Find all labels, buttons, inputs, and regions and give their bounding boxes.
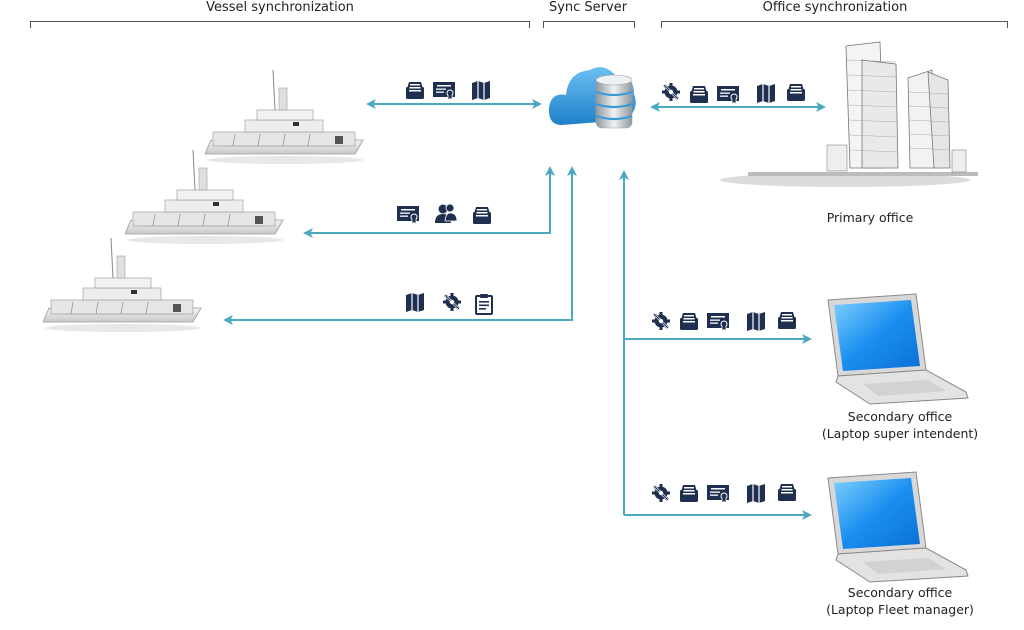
inbox-tray-icon [473, 207, 491, 224]
certificate-icon [706, 484, 730, 504]
primary-office-building [720, 41, 978, 187]
tools-gear-icon [650, 482, 672, 504]
inbox-tray-icon [680, 485, 698, 502]
map-icon [746, 483, 766, 504]
icons-vessel-1 [406, 80, 491, 101]
certificate-icon [432, 81, 456, 101]
icons-vessel-2 [396, 203, 491, 225]
tools-gear-icon [650, 310, 672, 332]
inbox-tray-icon [690, 86, 708, 103]
bracket-sync-server [543, 21, 635, 28]
certificate-icon [716, 85, 740, 105]
sync-server-icon [548, 67, 636, 129]
arrow-vessel-3 [223, 166, 577, 325]
tools-gear-icon [660, 81, 682, 103]
label-secondary-office-2: Secondary office (Laptop Fleet manager) [810, 584, 990, 618]
icons-secondary-office-1 [650, 310, 796, 332]
arrow-vessel-2 [303, 166, 555, 238]
label-secondary-office-1: Secondary office (Laptop super intendent… [810, 408, 990, 442]
laptop-fleet-manager [827, 471, 969, 583]
map-icon [756, 83, 776, 104]
laptop-super-intendent [827, 293, 969, 405]
map-icon [746, 311, 766, 332]
inbox-tray-icon [406, 82, 424, 99]
label-secondary-office-1-sub: (Laptop super intendent) [821, 426, 979, 441]
map-icon [405, 292, 425, 313]
users-icon [434, 203, 458, 224]
inbox-tray-icon [778, 312, 796, 329]
vessel-3 [42, 237, 202, 333]
label-secondary-office-2-title: Secondary office [847, 585, 953, 600]
inbox-tray-icon [778, 484, 796, 501]
vessel-2 [124, 149, 284, 245]
label-secondary-office-1-title: Secondary office [847, 409, 953, 424]
header-office-sync: Office synchronization [762, 0, 908, 15]
label-secondary-office-2-sub: (Laptop Fleet manager) [826, 602, 974, 617]
icons-secondary-office-2 [650, 482, 796, 504]
clipboard-icon [475, 293, 493, 315]
header-sync-server: Sync Server [548, 0, 628, 15]
inbox-tray-icon [680, 313, 698, 330]
certificate-icon [706, 312, 730, 332]
header-vessel-sync: Vessel synchronization [206, 0, 354, 15]
certificate-icon [396, 205, 420, 225]
vessel-1 [204, 69, 364, 165]
label-primary-office: Primary office [826, 210, 914, 225]
inbox-tray-icon [787, 84, 805, 101]
tools-gear-icon [441, 291, 463, 313]
bracket-office-sync [661, 21, 1008, 28]
map-icon [471, 80, 491, 101]
icons-vessel-3 [405, 291, 493, 315]
icons-primary-office [660, 81, 805, 105]
bracket-vessel-sync [30, 21, 530, 28]
